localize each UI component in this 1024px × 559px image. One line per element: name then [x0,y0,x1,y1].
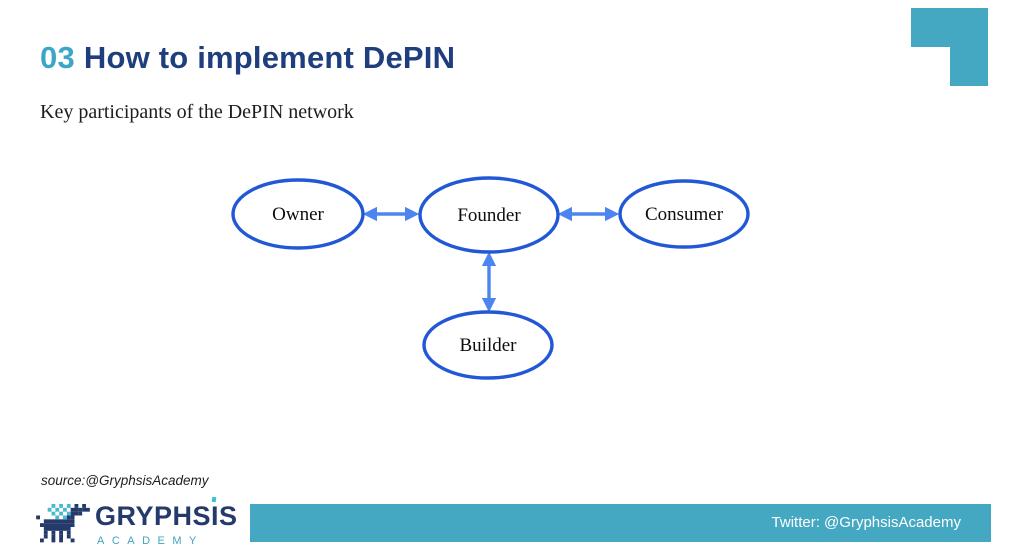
title-section-number: 03 [40,40,75,75]
footer-bar: Twitter: @GryphsisAcademy [250,504,991,542]
node-owner [231,178,365,250]
dragon-icon [36,504,90,543]
logo-word-part: I [211,501,220,531]
node-owner-label: Owner [272,204,324,225]
depin-participants-diagram: Owner Founder Consumer Builder [231,176,750,380]
node-founder [418,176,560,254]
logo-word-part: S [219,501,238,531]
logo-word-part: GRYPHS [95,501,212,531]
subtitle: Key participants of the DePIN network [40,101,354,123]
logo-subtext: ACADEMY [97,534,204,547]
node-consumer-label: Consumer [645,204,724,225]
logo-i-accent [211,496,217,503]
source-attribution: source:@GryphsisAcademy [41,473,209,488]
node-founder-label: Founder [457,205,521,226]
node-builder-label: Builder [460,335,518,356]
node-builder [422,310,554,380]
title-text: How to implement DePIN [83,40,456,75]
corner-accent-shape [911,8,988,47]
twitter-handle: Twitter: @GryphsisAcademy [771,514,961,531]
node-consumer [618,179,750,249]
corner-accent-shape [950,47,988,86]
